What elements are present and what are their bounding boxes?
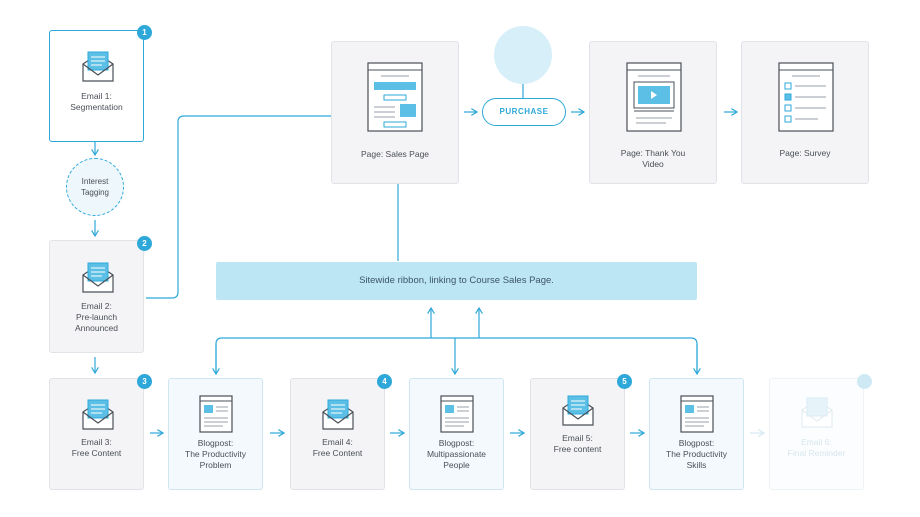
envelope-icon [82,399,114,430]
email-2-label: Email 2: Pre-launch Announced [74,301,118,333]
step-badge-4: 4 [377,374,392,389]
email-1-label: Email 1: Segmentation [70,91,123,112]
email-4-label: Email 4: Free Content [312,437,363,458]
blogpost-1-label: Blogpost: The Productivity Problem [185,438,246,470]
survey-page-icon [778,62,834,132]
blogpost-2-label: Blogpost: Multipassionate People [426,438,487,470]
blogpost-3-label: Blogpost: The Productivity Skills [666,438,727,470]
thank-you-page-card[interactable]: Page: Thank You Video [589,41,717,184]
purchase-bubble [494,26,552,84]
sales-page-card[interactable]: Page: Sales Page [331,41,459,184]
email-3-label: Email 3: Free Content [71,437,122,458]
interest-tagging-node[interactable]: Interest Tagging [66,158,124,216]
email-5-label: Email 5: Free content [553,433,602,454]
survey-page-card[interactable]: Page: Survey [741,41,869,184]
step-badge-6 [857,374,872,389]
envelope-icon [82,262,114,293]
sales-page-icon [367,62,423,132]
sitewide-ribbon[interactable]: Sitewide ribbon, linking to Course Sales… [216,262,697,300]
blogpost-3-card[interactable]: Blogpost: The Productivity Skills [649,378,744,490]
interest-tagging-label: Interest Tagging [80,177,110,197]
step-badge-1: 1 [137,25,152,40]
envelope-icon [562,395,594,426]
step-badge-5: 5 [617,374,632,389]
email-4-card[interactable]: Email 4: Free Content [290,378,385,490]
blog-page-icon [440,395,474,433]
email-5-card[interactable]: Email 5: Free content [530,378,625,490]
thank-you-page-label: Page: Thank You Video [620,148,686,169]
video-page-icon [626,62,682,132]
blog-page-icon [199,395,233,433]
step-badge-2: 2 [137,236,152,251]
email-6-label: Email 6: Final Reminder [787,437,846,458]
email-6-card[interactable]: Email 6: Final Reminder [769,378,864,490]
blogpost-2-card[interactable]: Blogpost: Multipassionate People [409,378,504,490]
blogpost-1-card[interactable]: Blogpost: The Productivity Problem [168,378,263,490]
email-1-card[interactable]: Email 1: Segmentation [49,30,144,142]
envelope-icon [322,399,354,430]
sales-page-label: Page: Sales Page [360,149,430,159]
survey-page-label: Page: Survey [779,148,831,158]
envelope-icon [801,397,833,428]
email-3-card[interactable]: Email 3: Free Content [49,378,144,490]
email-2-card[interactable]: Email 2: Pre-launch Announced [49,240,144,353]
purchase-button[interactable]: PURCHASE [482,98,566,126]
blog-page-icon [680,395,714,433]
envelope-icon [82,51,114,82]
step-badge-3: 3 [137,374,152,389]
